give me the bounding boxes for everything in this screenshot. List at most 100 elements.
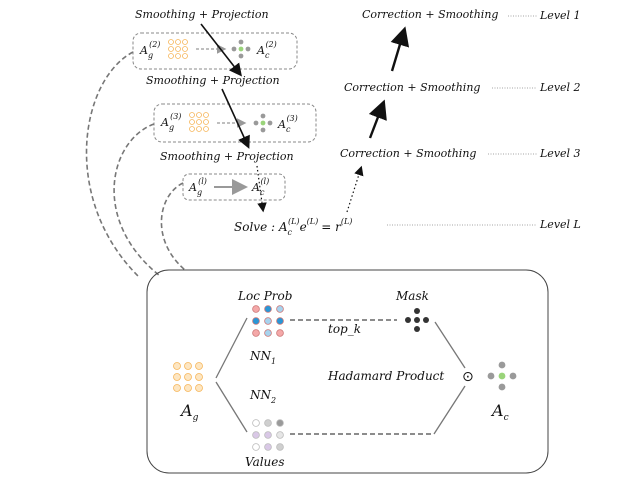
grid-dot bbox=[182, 46, 188, 52]
nn1-label: NN1 bbox=[249, 349, 276, 366]
orange-grid-level3 bbox=[189, 112, 209, 132]
smoothing-projection-label-1: Smoothing + Projection bbox=[135, 8, 269, 21]
a-g-detail-label: Ag bbox=[179, 401, 199, 423]
cross-dot bbox=[245, 46, 251, 52]
grid-dot bbox=[196, 119, 202, 125]
level-2-label: Level 2 bbox=[539, 81, 581, 94]
grid-dot bbox=[203, 119, 209, 125]
level-2-box bbox=[132, 32, 298, 70]
orange-grid-input bbox=[173, 362, 203, 392]
cross-dot bbox=[487, 372, 495, 380]
a-g-l-label: Ag(l) bbox=[188, 177, 207, 197]
nn2-label: NN2 bbox=[249, 388, 276, 405]
grid-dot bbox=[175, 39, 181, 45]
cross-dot bbox=[414, 317, 420, 323]
cross-level2 bbox=[231, 39, 251, 59]
grid-dot bbox=[175, 53, 181, 59]
level-3-label: Level 3 bbox=[539, 147, 581, 160]
cross-dot bbox=[238, 46, 244, 52]
grid-dot bbox=[276, 419, 284, 427]
correction-smoothing-label-1: Correction + Smoothing bbox=[362, 8, 498, 21]
grid-dot bbox=[252, 431, 260, 439]
grid-dot bbox=[203, 112, 209, 118]
up-arrow-2 bbox=[368, 99, 387, 139]
level-1-label: Level 1 bbox=[539, 9, 581, 22]
cross-dot bbox=[260, 113, 266, 119]
level-L-label: Level L bbox=[539, 218, 581, 231]
values-to-product bbox=[433, 385, 466, 435]
connector-level3 bbox=[113, 123, 161, 277]
grid-dot bbox=[276, 431, 284, 439]
grid-dot bbox=[252, 419, 260, 427]
loc-prob-label: Loc Prob bbox=[237, 289, 292, 303]
smoothing-projection-label-2: Smoothing + Projection bbox=[146, 74, 280, 87]
hadamard-label: Hadamard Product bbox=[327, 369, 444, 383]
cross-dot bbox=[260, 120, 266, 126]
level-l-box bbox=[182, 173, 286, 201]
down-arrow-dotted bbox=[256, 165, 267, 213]
down-arrow-1 bbox=[200, 23, 242, 77]
grid-dot bbox=[276, 305, 284, 313]
split-line-top bbox=[215, 317, 248, 379]
connector-level-l bbox=[160, 182, 186, 271]
grid-dot bbox=[168, 46, 174, 52]
grid-dot bbox=[276, 317, 284, 325]
cross-dot bbox=[238, 53, 244, 59]
grid-dot bbox=[276, 329, 284, 337]
cross-dot bbox=[238, 39, 244, 45]
cross-dot bbox=[498, 361, 506, 369]
smoothing-projection-label-3: Smoothing + Projection bbox=[160, 150, 294, 163]
a-c-2-label: Ac(2) bbox=[256, 40, 277, 60]
grid-dot bbox=[264, 317, 272, 325]
grid-dot bbox=[264, 419, 272, 427]
connector-level2 bbox=[85, 51, 141, 279]
cross-dot bbox=[414, 308, 420, 314]
loc-prob-grid bbox=[252, 305, 284, 337]
grid-dot bbox=[184, 384, 192, 392]
grid-dot bbox=[203, 126, 209, 132]
grid-dot bbox=[189, 126, 195, 132]
grid-dot bbox=[264, 443, 272, 451]
mask-label: Mask bbox=[395, 289, 429, 303]
level-3-box bbox=[153, 103, 317, 143]
orange-grid-level2 bbox=[168, 39, 188, 59]
a-c-3-label: Ac(3) bbox=[277, 114, 298, 134]
cross-dot bbox=[405, 317, 411, 323]
down-arrow-2 bbox=[221, 88, 250, 149]
grid-dot bbox=[252, 317, 260, 325]
a-g-2-label: Ag(2) bbox=[139, 40, 160, 60]
grid-dot bbox=[189, 112, 195, 118]
values-grid bbox=[252, 419, 284, 451]
grid-dot bbox=[182, 53, 188, 59]
cross-dot bbox=[260, 127, 266, 133]
correction-smoothing-label-2: Correction + Smoothing bbox=[344, 81, 480, 94]
mask-cross bbox=[405, 308, 429, 332]
grid-dot bbox=[173, 362, 181, 370]
grid-dot bbox=[195, 373, 203, 381]
top-k-label: top_k bbox=[328, 322, 361, 336]
cross-level3 bbox=[253, 113, 273, 133]
odot-symbol: ⊙ bbox=[462, 369, 474, 385]
split-line-bottom bbox=[215, 381, 248, 433]
a-c-detail-label: Ac bbox=[490, 401, 509, 423]
up-arrow-dotted bbox=[346, 165, 364, 213]
cross-dot bbox=[414, 326, 420, 332]
grid-dot bbox=[196, 126, 202, 132]
cross-dot bbox=[509, 372, 517, 380]
grid-dot bbox=[173, 373, 181, 381]
cross-dot bbox=[423, 317, 429, 323]
grid-dot bbox=[184, 362, 192, 370]
grid-dot bbox=[195, 362, 203, 370]
grid-dot bbox=[195, 384, 203, 392]
cross-dot bbox=[498, 383, 506, 391]
grid-dot bbox=[168, 39, 174, 45]
grid-dot bbox=[264, 305, 272, 313]
solve-equation: Solve : Ac(L)e(L)= r(L) bbox=[234, 217, 352, 237]
cross-dot bbox=[253, 120, 259, 126]
grid-dot bbox=[252, 329, 260, 337]
a-c-l-label: Ac(l) bbox=[251, 177, 269, 197]
correction-smoothing-label-3: Correction + Smoothing bbox=[340, 147, 476, 160]
detail-panel bbox=[146, 269, 549, 474]
grid-dot bbox=[264, 431, 272, 439]
